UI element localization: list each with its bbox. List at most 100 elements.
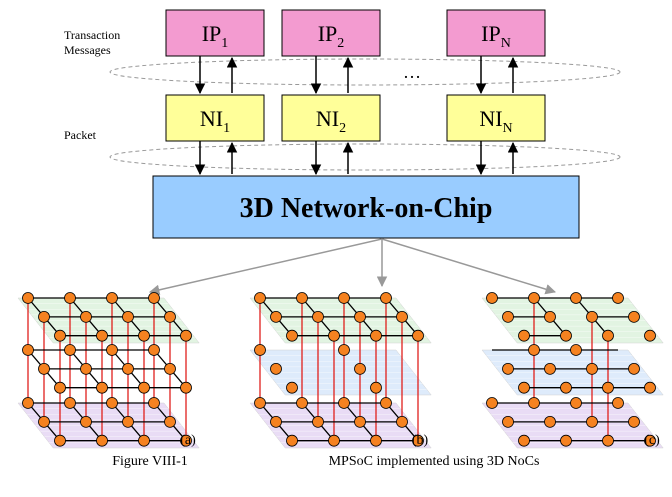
- message-plane-ellipse: [109, 58, 621, 86]
- router-node: [328, 434, 340, 447]
- router-node: [54, 329, 66, 342]
- router-node: [312, 310, 324, 323]
- router-node: [518, 329, 530, 342]
- router-node: [286, 381, 298, 394]
- router-node: [296, 397, 308, 409]
- router-node: [602, 434, 614, 447]
- transaction-label-line2: Messages: [64, 43, 111, 57]
- router-node: [380, 397, 392, 409]
- router-node: [122, 415, 134, 428]
- router-node: [38, 362, 50, 375]
- router-node: [286, 434, 298, 447]
- subfigure-b: (b): [249, 292, 432, 449]
- router-node: [96, 434, 108, 447]
- router-node: [180, 434, 192, 447]
- router-node: [106, 292, 118, 304]
- router-node: [80, 415, 92, 428]
- router-node: [396, 415, 408, 428]
- ni-block-label-1: NI1: [200, 106, 230, 136]
- ip-block-label-3: IPN: [481, 21, 511, 51]
- router-node: [370, 329, 382, 342]
- router-node: [544, 415, 556, 428]
- router-node: [628, 415, 640, 428]
- figure-caption: MPSoC implemented using 3D NoCs: [329, 454, 540, 469]
- router-node: [296, 292, 308, 304]
- router-node: [164, 310, 176, 323]
- router-node: [518, 381, 530, 394]
- router-node: [544, 310, 556, 323]
- router-node: [502, 310, 514, 323]
- router-node: [286, 329, 298, 342]
- router-node: [270, 310, 282, 323]
- ni-block-label-2: NI2: [316, 106, 346, 136]
- router-node: [80, 362, 92, 375]
- router-node: [64, 344, 76, 356]
- router-node: [380, 292, 392, 304]
- router-node: [106, 397, 118, 409]
- router-node: [138, 381, 150, 394]
- router-node: [560, 329, 572, 342]
- router-node: [396, 310, 408, 323]
- subfigure-a: (a): [17, 292, 200, 449]
- router-node: [270, 415, 282, 428]
- router-node: [254, 397, 266, 409]
- ni-block-3: [446, 94, 546, 142]
- ip-block-3: [446, 9, 546, 57]
- router-node: [628, 310, 640, 323]
- router-node: [528, 397, 540, 409]
- router-node: [412, 434, 424, 447]
- router-node: [254, 292, 266, 304]
- router-node: [122, 362, 134, 375]
- ip-block-label-1: IP1: [202, 21, 229, 51]
- router-node: [412, 329, 424, 342]
- router-node: [528, 344, 540, 356]
- ip-block-1: [165, 9, 265, 57]
- ni-block-1: [165, 94, 265, 142]
- router-node: [254, 344, 266, 356]
- router-node: [354, 310, 366, 323]
- router-node: [138, 329, 150, 342]
- router-node: [570, 344, 582, 356]
- router-node: [544, 362, 556, 375]
- router-node: [148, 292, 160, 304]
- router-node: [560, 381, 572, 394]
- subfigure-label-b: (b): [412, 433, 429, 448]
- ni-block-2: [281, 94, 381, 142]
- router-node: [570, 292, 582, 304]
- router-node: [354, 362, 366, 375]
- router-node: [64, 397, 76, 409]
- transaction-label-line1: Transaction: [64, 28, 120, 42]
- router-node: [502, 415, 514, 428]
- router-node: [54, 381, 66, 394]
- router-node: [586, 362, 598, 375]
- router-node: [22, 397, 34, 409]
- router-node: [644, 329, 656, 342]
- router-node: [486, 397, 498, 409]
- subfigure-label-a: (a): [180, 433, 196, 448]
- router-node: [338, 292, 350, 304]
- ip-block-label-2: IP2: [318, 21, 345, 51]
- router-node: [180, 329, 192, 342]
- router-node: [644, 381, 656, 394]
- router-node: [80, 310, 92, 323]
- router-node: [560, 434, 572, 447]
- router-node: [612, 397, 624, 409]
- ni-block-label-3: NIN: [479, 106, 512, 136]
- router-node: [180, 381, 192, 394]
- router-node: [602, 381, 614, 394]
- router-node: [628, 362, 640, 375]
- router-node: [96, 381, 108, 394]
- router-node: [354, 415, 366, 428]
- ellipsis-label: …: [403, 62, 421, 82]
- router-node: [612, 292, 624, 304]
- router-node: [570, 397, 582, 409]
- router-node: [644, 434, 656, 447]
- noc-block: [152, 175, 580, 239]
- router-node: [528, 292, 540, 304]
- router-node: [64, 292, 76, 304]
- router-node: [370, 434, 382, 447]
- router-node: [54, 434, 66, 447]
- ip-block-2: [281, 9, 381, 57]
- router-node: [38, 415, 50, 428]
